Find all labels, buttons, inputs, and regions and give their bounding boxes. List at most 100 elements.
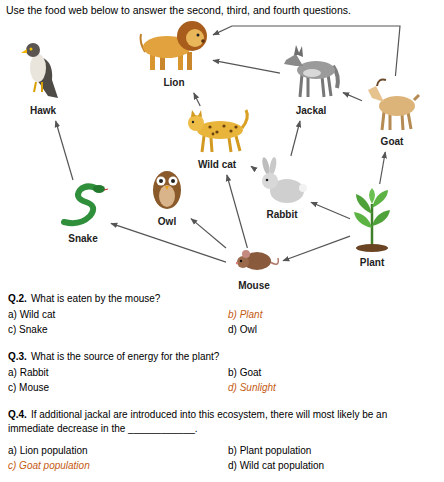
food-chain-arrow xyxy=(251,166,254,168)
organism-name: Hawk xyxy=(30,105,56,117)
question-line: a) Lion population xyxy=(8,444,88,458)
organism-node: Mouse xyxy=(228,250,280,293)
food-chain-arrow xyxy=(56,121,73,180)
answer-option: d) Wild cat population xyxy=(228,460,324,471)
owl-eye xyxy=(157,177,166,186)
question-line: c) Snake xyxy=(8,323,47,337)
answer-option: c) Mouse xyxy=(8,382,49,393)
snake-picture xyxy=(64,185,108,223)
rabbit-ear xyxy=(261,157,271,176)
organism-node: Jackal xyxy=(282,40,340,118)
question-line: a) Wild cat xyxy=(8,308,55,322)
organism-name: Plant xyxy=(360,257,384,269)
mouse-tail xyxy=(270,258,278,264)
owl-pupil xyxy=(171,179,175,183)
question-text: If additional jackal are introduced into… xyxy=(8,409,387,434)
hawk-legs xyxy=(34,82,42,92)
organism-node: Rabbit xyxy=(256,158,308,222)
hawk-chest xyxy=(30,54,46,82)
hawk-head xyxy=(26,43,40,57)
question-line: d) Wild cat population xyxy=(228,459,324,473)
answer-option: a) Lion population xyxy=(8,445,88,456)
rabbit-tail xyxy=(299,184,307,192)
rabbit-head xyxy=(262,173,278,189)
mouse-nose xyxy=(236,262,238,264)
wildcat-tail xyxy=(242,110,247,128)
organism-node: Goat xyxy=(364,78,420,149)
soil xyxy=(356,244,388,252)
plant-leaf xyxy=(372,210,390,226)
goat-tail xyxy=(414,95,419,100)
wildcat-eye xyxy=(192,121,194,123)
food-chain-arrow xyxy=(111,223,226,262)
mouse-picture xyxy=(236,250,279,270)
question-line: d) Sunlight xyxy=(228,381,276,395)
snake-body xyxy=(64,186,96,223)
goat-horn xyxy=(377,80,386,86)
organism-node: Lion xyxy=(138,16,210,90)
heading: Use the food web below to answer the sec… xyxy=(6,4,351,17)
food-chain-arrow xyxy=(380,152,386,184)
organism-node: Wild cat xyxy=(186,108,248,172)
question-line: c) Goat population xyxy=(8,459,90,473)
food-chain-arrow xyxy=(343,93,362,101)
question-line: Q.3.What is the source of energy for the… xyxy=(8,350,428,364)
question-text: What is eaten by the mouse? xyxy=(31,293,161,304)
question-line: b) Goat xyxy=(228,366,261,380)
goat-picture xyxy=(368,80,419,130)
answer-option: a) Rabbit xyxy=(8,367,49,378)
owl-pupil xyxy=(159,179,163,183)
jackal-belly xyxy=(303,69,321,77)
organism-node: Owl xyxy=(146,168,188,229)
lion-leg xyxy=(187,52,192,70)
food-chain-arrow xyxy=(283,236,350,261)
question-line: a) Rabbit xyxy=(8,366,49,380)
lion-head xyxy=(186,29,204,47)
organism-name: Snake xyxy=(68,233,97,245)
snake-head xyxy=(93,185,105,193)
answer-option: b) Plant population xyxy=(228,445,311,456)
correct-answer: b) Plant xyxy=(228,309,262,320)
owl-belly xyxy=(159,185,175,207)
organism-name: Goat xyxy=(381,136,404,148)
organism-name: Jackal xyxy=(296,105,327,117)
food-chain-arrow xyxy=(227,175,248,248)
jackal-ears xyxy=(294,45,303,57)
food-chain-arrow xyxy=(213,26,400,76)
organism-name: Owl xyxy=(158,216,176,228)
lion-picture xyxy=(141,21,208,70)
food-chain-arrow xyxy=(194,93,200,106)
hawk-picture xyxy=(21,43,58,98)
food-chain-arrow xyxy=(191,219,226,248)
lion-mane xyxy=(177,21,207,51)
hawk-beak xyxy=(21,49,27,53)
plant-leaf xyxy=(354,212,372,228)
answer-option: a) Wild cat xyxy=(8,309,55,320)
plant-leaf xyxy=(369,188,375,204)
wildcat-spots xyxy=(208,124,237,135)
jackal-picture xyxy=(284,45,338,97)
goat-head xyxy=(368,86,384,102)
answer-option: b) Goat xyxy=(228,367,261,378)
wildcat-head xyxy=(188,115,204,131)
owl-picture xyxy=(153,171,181,209)
lion-nose xyxy=(201,39,205,43)
wildcat-picture xyxy=(188,110,247,152)
owl-body xyxy=(153,171,181,209)
rabbit-eye xyxy=(266,179,269,182)
correct-answer: d) Sunlight xyxy=(228,382,276,393)
food-chain-arrow xyxy=(291,121,300,156)
snake-tongue xyxy=(104,189,108,190)
question-line: Q.4.If additional jackal are introduced … xyxy=(8,408,436,436)
organism-name: Rabbit xyxy=(266,209,297,221)
question-line: c) Mouse xyxy=(8,381,49,395)
hawk-eye xyxy=(30,48,33,51)
plant-picture xyxy=(354,188,390,252)
question-number: Q.4. xyxy=(8,409,27,420)
correct-answer: c) Goat population xyxy=(8,460,90,471)
organism-node: Snake xyxy=(58,182,108,246)
answer-option: d) Owl xyxy=(228,324,257,335)
question-line: b) Plant xyxy=(228,308,262,322)
food-chain-arrow xyxy=(311,202,350,218)
